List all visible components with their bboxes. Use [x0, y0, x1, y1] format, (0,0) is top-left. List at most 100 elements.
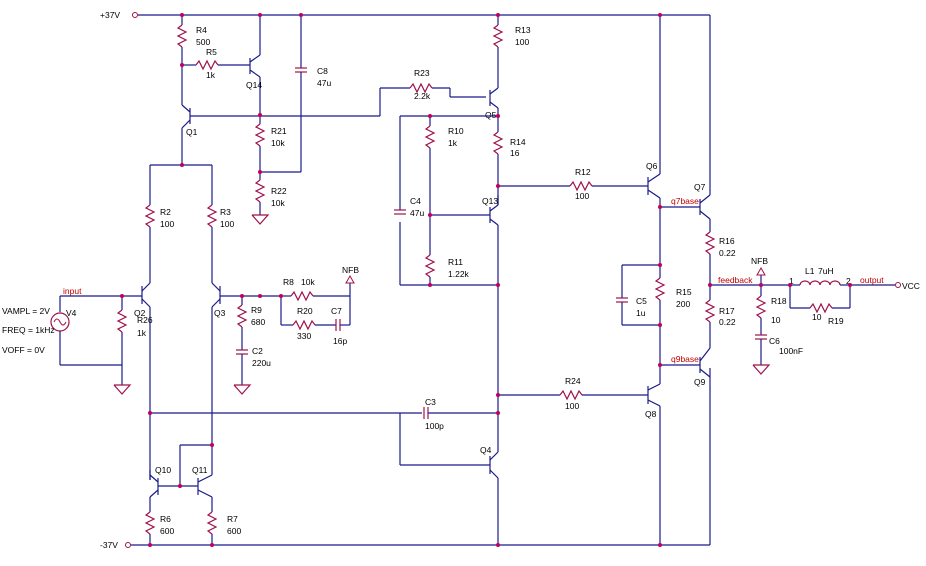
- r24-name: R24: [565, 376, 581, 386]
- r19-value: 10: [812, 312, 822, 322]
- r15-value: 200: [676, 299, 690, 309]
- resistor-r7: R7 600: [206, 511, 241, 545]
- transistor-q8: Q8: [645, 325, 661, 545]
- r10-value: 1k: [448, 138, 458, 148]
- transistor-q1: Q1: [181, 65, 380, 165]
- r23-value: 2.2k: [414, 91, 431, 101]
- c4-value: 47u: [410, 208, 424, 218]
- v4-freq: FREQ = 1kHz: [2, 325, 55, 335]
- r9-value: 680: [251, 317, 265, 327]
- q2-label: Q2: [134, 308, 146, 318]
- transistor-q7: Q7 q7base: [660, 182, 711, 232]
- r3-value: 100: [220, 219, 234, 229]
- resistor-r22: R22 10k: [251, 179, 287, 225]
- nfb1-label: NFB: [342, 265, 359, 275]
- diff-pair-wiring: [149, 164, 213, 205]
- feedback-net-label: feedback: [718, 275, 753, 285]
- resistor-r5: R5 1k: [182, 47, 250, 80]
- transistor-q14: Q14: [246, 15, 262, 115]
- v4-name: V4: [66, 308, 77, 318]
- q4-label: Q4: [480, 445, 492, 455]
- resistor-r6: R6 600: [144, 511, 174, 545]
- c6-name: C6: [769, 336, 780, 346]
- output-terminal: output VCC: [850, 275, 920, 291]
- resistor-r3: R3 100: [206, 204, 234, 278]
- c7-name: C7: [331, 306, 342, 316]
- r15-name: R15: [676, 287, 692, 297]
- r12-value: 100: [575, 191, 589, 201]
- r10-name: R10: [448, 126, 464, 136]
- resistor-r9: R9 680: [236, 296, 265, 350]
- r13-value: 100: [515, 37, 529, 47]
- r20-name: R20: [297, 306, 313, 316]
- r9-name: R9: [251, 305, 262, 315]
- capacitor-c6: C6 100nF: [752, 334, 803, 375]
- neg-rail-label: -37V: [100, 540, 118, 550]
- capacitor-c5: C5 1u: [616, 296, 660, 326]
- r26-value: 1k: [137, 328, 147, 338]
- v4-vampl: VAMPL = 2V: [2, 306, 50, 316]
- vcc-label: VCC: [902, 281, 920, 291]
- r14-name: R14: [510, 137, 526, 147]
- resistor-r12: R12 100: [498, 167, 648, 201]
- resistor-r4: R4 500: [176, 15, 210, 65]
- r12-name: R12: [575, 167, 591, 177]
- nfb-port-1: NFB: [342, 265, 359, 284]
- inductor-l1: L1 7uH 1 2: [789, 266, 851, 286]
- c2-name: C2: [252, 346, 263, 356]
- q8-label: Q8: [645, 409, 657, 419]
- r17-value: 0.22: [719, 317, 736, 327]
- c4-name: C4: [410, 196, 421, 206]
- capacitor-c4: C4 47u: [394, 196, 424, 218]
- r3-name: R3: [220, 207, 231, 217]
- r14-value: 16: [510, 148, 520, 158]
- transistor-q13: Q13: [482, 196, 499, 226]
- r7-value: 600: [227, 526, 241, 536]
- c5-name: C5: [636, 296, 647, 306]
- r20-value: 330: [297, 331, 311, 341]
- r21-value: 10k: [271, 138, 285, 148]
- c6-value: 100nF: [779, 346, 803, 356]
- r6-name: R6: [160, 514, 171, 524]
- positive-rail: +37V: [100, 10, 711, 195]
- c2-value: 220u: [252, 358, 271, 368]
- resistor-r18: R18 10: [755, 295, 787, 335]
- q14-label: Q14: [246, 80, 262, 90]
- current-mirror: Q10 Q11: [149, 444, 213, 512]
- c8-value: 47u: [317, 78, 331, 88]
- transistor-q9: Q9 q9base: [660, 347, 711, 387]
- l1-pin1: 1: [789, 276, 794, 286]
- q13-label: Q13: [482, 196, 498, 206]
- r16-name: R16: [719, 236, 735, 246]
- r18-value: 10: [771, 315, 781, 325]
- r13-name: R13: [515, 25, 531, 35]
- r4-name: R4: [196, 25, 207, 35]
- resistor-r14: R14 16: [492, 131, 526, 205]
- q9base-label: q9base: [671, 354, 699, 364]
- resistor-r17: R17 0.22: [704, 299, 736, 348]
- resistor-r13: R13 100: [492, 15, 531, 88]
- r8-name: R8: [283, 277, 294, 287]
- r6-value: 600: [160, 526, 174, 536]
- vbe-multiplier-wiring: [399, 115, 499, 452]
- q6-label: Q6: [646, 161, 658, 171]
- resistor-r19: 10 R19: [789, 285, 851, 326]
- r18-name: R18: [771, 296, 787, 306]
- transistor-q4: Q4: [480, 445, 499, 545]
- c3-name: C3: [425, 397, 436, 407]
- input-net-label: input: [63, 286, 82, 296]
- r11-name: R11: [448, 257, 463, 267]
- q7-label: Q7: [694, 182, 706, 192]
- capacitor-c7: C7 16p: [331, 283, 351, 346]
- transistor-q5: Q5: [485, 87, 499, 132]
- resistor-r15: R15 200: [621, 264, 692, 325]
- r22-name: R22: [271, 186, 287, 196]
- c7-value: 16p: [333, 336, 347, 346]
- resistor-r8: R8 10k: [260, 277, 350, 325]
- r17-name: R17: [719, 306, 735, 316]
- output-net-label: output: [860, 275, 884, 285]
- resistor-r26: R26 1k: [113, 296, 153, 395]
- r11-value: 1.22k: [448, 269, 470, 279]
- c8-name: C8: [317, 66, 328, 76]
- q1-label: Q1: [186, 127, 198, 137]
